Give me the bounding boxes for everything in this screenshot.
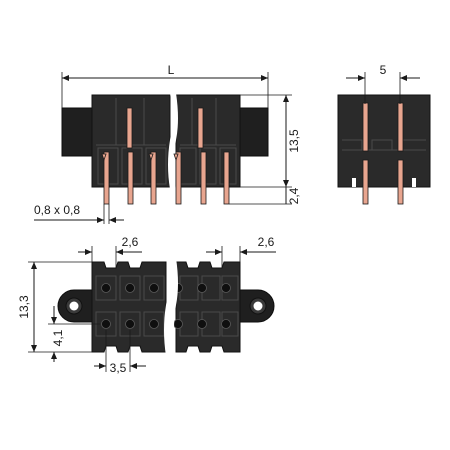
dim-2-4-label: 2,4 (287, 187, 301, 204)
pin-upper (126, 107, 133, 149)
dim-L: L (61, 63, 269, 108)
dim-3-5-label: 3,5 (110, 361, 127, 375)
dim-L-label: L (168, 63, 175, 77)
side-pin-lower (362, 159, 369, 205)
pin-upper (197, 107, 204, 149)
right-housing (175, 94, 241, 188)
dim-13-5: 13,5 (240, 94, 301, 188)
dim-13-3: 13,3 (17, 261, 92, 353)
side-pin-upper (362, 102, 369, 152)
front-view (61, 93, 269, 205)
dim-4-1-label: 4,1 (51, 329, 65, 346)
dim-5-label: 5 (380, 63, 387, 77)
dim-13-5-label: 13,5 (287, 129, 301, 153)
pin-lower (127, 151, 134, 205)
side-pin-upper (397, 102, 404, 152)
pin-lower (200, 151, 207, 205)
side-housing (337, 94, 431, 188)
dim-2-6-left: 2,6 (78, 235, 142, 268)
dim-2-6-left-label: 2,6 (122, 235, 139, 249)
left-flange (61, 107, 95, 157)
dim-5: 5 (346, 63, 420, 104)
dim-13-3-label: 13,3 (17, 295, 31, 319)
dim-pin-size: 0,8 x 0,8 (34, 203, 124, 224)
bottom-view (57, 258, 275, 356)
pin-lower (175, 151, 182, 205)
break-gap (168, 93, 178, 189)
pin-lower (223, 151, 230, 205)
dim-pin-size-label: 0,8 x 0,8 (34, 203, 80, 217)
dim-2-6-right-label: 2,6 (258, 235, 275, 249)
dim-2-4: 2,4 (229, 187, 301, 205)
dim-3-5: 3,5 (94, 330, 146, 375)
side-pin-lower (397, 159, 404, 205)
dim-4-1: 4,1 (48, 306, 100, 362)
dim-2-6-right: 2,6 (206, 235, 276, 268)
right-flange (237, 107, 269, 157)
side-view (337, 94, 431, 205)
pin-lower (103, 151, 110, 205)
pin-lower (150, 151, 157, 205)
